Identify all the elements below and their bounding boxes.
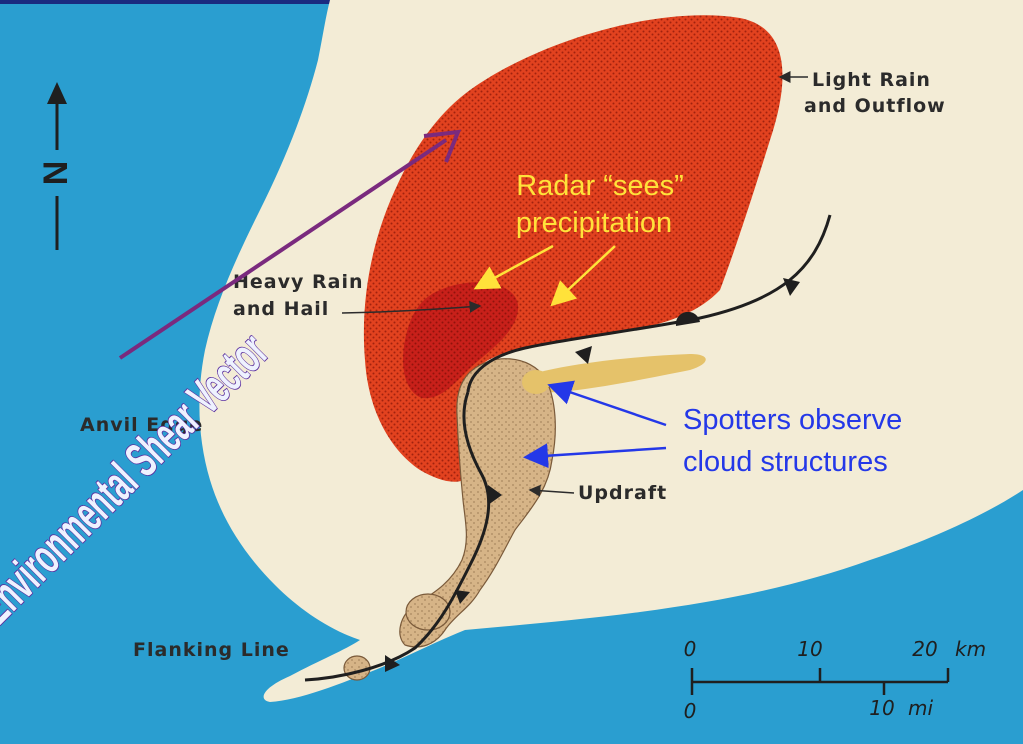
shear-vector xyxy=(118,129,462,360)
scale-km-10: 10 xyxy=(797,637,822,661)
updraft-leader xyxy=(528,484,575,497)
updraft-cloud xyxy=(399,358,556,648)
shear-arrowhead-icon xyxy=(423,129,462,163)
scale-mi-0: 0 xyxy=(684,699,697,723)
label-flanking-line: Flanking Line xyxy=(133,639,290,661)
rear-flank-gust-front xyxy=(304,391,491,682)
label-heavy-rain-2: and Hail xyxy=(233,298,329,320)
radar-arrow-1 xyxy=(473,244,554,290)
north-arrow-icon xyxy=(47,82,67,104)
spotters-annotation-1: Spotters observe xyxy=(683,404,902,436)
north-arrow xyxy=(47,82,67,250)
forward-flank-gust-front xyxy=(466,214,832,393)
scale-km-unit: km xyxy=(955,637,986,661)
scale-mi-10: 10 xyxy=(869,696,894,720)
spotters-arrow-2 xyxy=(523,443,667,469)
label-updraft: Updraft xyxy=(578,482,667,504)
forward-flank-band xyxy=(532,354,706,393)
north-label: N xyxy=(37,161,75,186)
scale-km-20: 20 xyxy=(912,637,937,661)
front-triangle-3 xyxy=(488,485,502,505)
flanking-tower-2 xyxy=(343,655,371,681)
radar-annotation-2: precipitation xyxy=(516,207,672,239)
label-heavy-rain-1: Heavy Rain xyxy=(233,271,364,293)
scale-bar xyxy=(690,668,950,695)
front-triangle-5 xyxy=(385,655,400,672)
radar-arrow-2 xyxy=(550,245,616,307)
heavy-rain-leader xyxy=(341,300,482,314)
front-triangle-2 xyxy=(575,346,592,364)
front-triangle-4 xyxy=(455,590,470,604)
label-light-rain-2: and Outflow xyxy=(804,95,946,117)
wall-cloud-highlight xyxy=(522,370,550,394)
shear-vector-arrow xyxy=(118,138,448,360)
front-semicircle xyxy=(675,311,700,326)
scale-km-0: 0 xyxy=(684,637,697,661)
scale-mi-unit: mi xyxy=(908,696,933,720)
heavy-rain-core xyxy=(403,282,519,399)
label-light-rain-1: Light Rain xyxy=(812,69,931,91)
spotters-arrow-1 xyxy=(547,380,667,427)
front-triangle-1 xyxy=(783,278,800,296)
label-anvil-edge: Anvil Edge xyxy=(80,414,203,436)
spotters-annotation-2: cloud structures xyxy=(683,446,888,478)
radar-annotation-1: Radar “sees” xyxy=(516,170,684,202)
